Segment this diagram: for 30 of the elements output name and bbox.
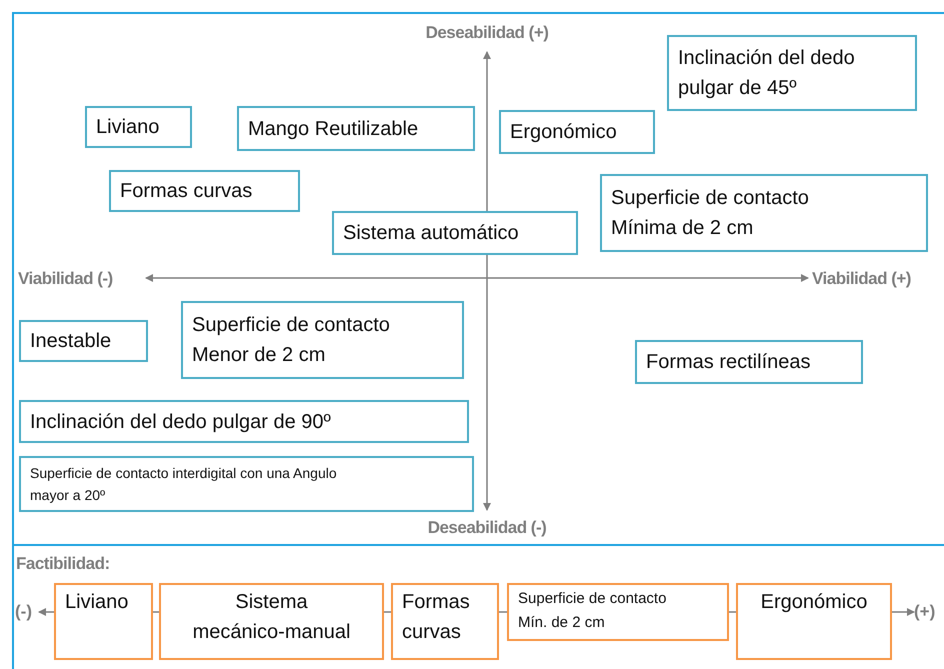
axis-label: Viabilidad (+) <box>812 268 911 290</box>
text-box: Superficie de contacto Menor de 2 cm <box>181 301 464 379</box>
axis-label: Deseabilidad (-) <box>426 517 548 539</box>
text-box: Superficie de contacto Mínima de 2 cm <box>600 174 928 252</box>
text-box: Formas rectilíneas <box>635 340 863 384</box>
text-box: Inclinación del dedo pulgar de 45º <box>667 35 917 111</box>
text-box: Superficie de contacto interdigital con una Angulo mayor a 20º <box>19 456 474 512</box>
text-box: Superficie de contacto Mín. de 2 cm <box>507 583 729 641</box>
axis-end-label: (+) <box>914 601 942 623</box>
text-box: Ergonómico <box>499 110 655 154</box>
connector-line <box>384 611 391 613</box>
text-box: Ergonómico <box>736 583 892 660</box>
connector-line <box>892 608 915 616</box>
connector-line <box>729 611 736 613</box>
text-box: Formas curvas <box>109 170 300 212</box>
text-box: Inestable <box>19 320 148 362</box>
text-box: Inclinación del dedo pulgar de 90º <box>19 400 469 443</box>
connector-line <box>499 611 507 613</box>
text-box: Liviano <box>54 583 153 660</box>
text-box: Sistema mecánico-manual <box>159 583 384 660</box>
text-box: Formas curvas <box>391 583 499 660</box>
axis-label: Deseabilidad (+) <box>424 22 550 44</box>
text-box: Mango Reutilizable <box>237 106 475 151</box>
axis-end-label: (-) <box>15 601 39 623</box>
axis-label: Viabilidad (-) <box>18 268 113 290</box>
text-box: Sistema automático <box>332 211 578 255</box>
connector-line <box>38 608 54 616</box>
connector-line <box>153 611 159 613</box>
text-box: Liviano <box>85 106 192 148</box>
axis-label: Factibilidad: <box>16 553 110 575</box>
